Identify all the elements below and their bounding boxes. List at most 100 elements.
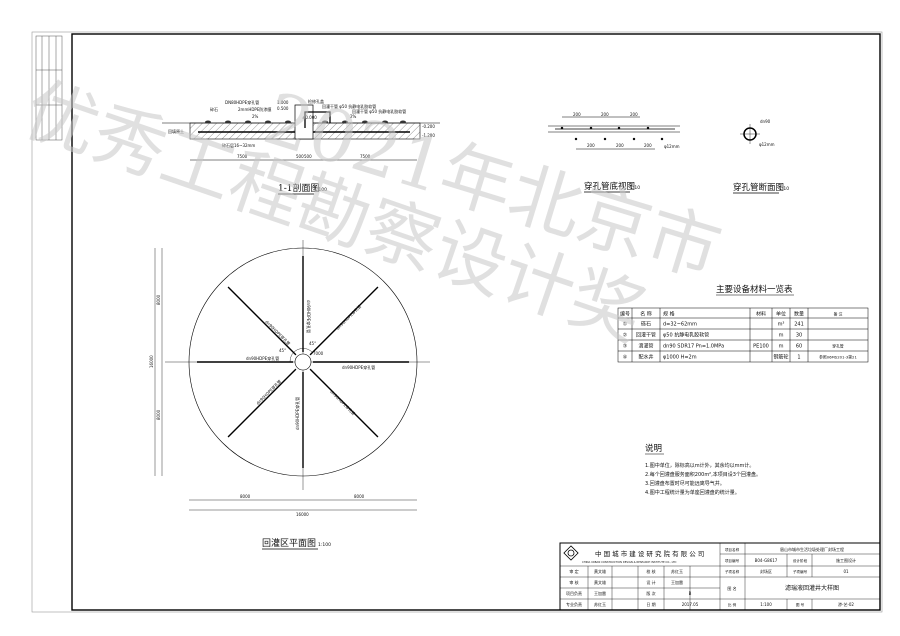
role-label: 审 核 [569,579,578,585]
outer-border [31,31,883,613]
table-cell: ③ [623,344,627,350]
slope-label: 2% [350,114,357,119]
project-name: 眉山市城市生活垃圾处理厂封场工程 [780,546,844,552]
table-cell: ④ [623,355,628,361]
scale-value: 1:100 [760,602,772,607]
drawing-no: 渗-艺-02 [838,601,854,607]
subitem-name: 封场区 [760,568,772,574]
table-cell: 回灌干管 [636,332,656,339]
role-name: 苏红玉 [671,568,683,574]
dim: 8000 [354,494,365,499]
table-header: 名 称 [640,311,652,318]
role-name: 王加雷 [671,579,683,585]
dim: 8000 [156,294,161,305]
dim: 7500 [237,154,248,159]
company-logo-icon [563,545,579,561]
role-label: 设 计 [646,579,655,585]
pipe-label: dn90HDPE穿孔管 [329,388,357,416]
note-item: 2.每个回灌盘服务面积200m²,本项目设3个回灌盘。 [645,471,761,478]
table-cell: m [779,333,784,339]
table-cell: 60 [796,344,802,350]
dim: 200 [573,112,581,117]
angle-label: 45° [279,348,286,353]
dim: 500 [296,154,304,159]
pipe-label: dn90HDPE穿孔管 [254,378,282,406]
dim: 200 [616,143,624,148]
role-label: 项目负责 [566,590,582,596]
field-label: 图 名 [727,585,736,591]
table-cell: PE100 [753,344,769,350]
table-cell: m³ [778,322,785,328]
elevation: 0.500 [277,106,289,111]
section-title: 1-1剖面图 [278,182,320,194]
table-cell: 砾石 [641,321,651,328]
elevation: ±0.000 [302,115,317,120]
section-1-1: DN80HDPE穿孔管 2mmHDPE防渗膜 碎石 检修孔盖 回灌干管 φ50 … [162,98,440,195]
title-block: 中 国 城 市 建 设 研 究 院 有 限 公 司 CHINA URBAN CO… [559,542,881,611]
note-item: 1.图中单位，除标高以m计外，其余均以mm计。 [645,462,754,469]
perforated-pipe-spoke [227,286,297,356]
section-scale: 1:100 [314,187,327,193]
perforated-pipe-spoke [309,286,379,356]
role-label: 审 定 [569,568,578,574]
table-cell: 1 [797,355,800,361]
field-label: 项目编号 [725,558,740,563]
table-cell: 241 [794,322,804,328]
table-cell: φ1000 H=2m [663,355,697,361]
notes-title: 说明 [645,443,662,454]
table-cell: dn90 SDR17 Pn=1.0MPa [663,344,724,350]
role-name: B [689,591,692,596]
table-header: 规 格 [663,311,675,318]
field-label: 设计阶段 [793,558,808,563]
bottom-view-scale: 1:10 [630,185,640,191]
dim: 200 [630,112,638,117]
hole-size: φ12mm [759,142,775,147]
plan-title: 回灌区平面图 [262,537,316,549]
role-name: 2017.05 [682,602,699,607]
table-cell: ① [623,322,628,328]
pipe-label: dn90HDPE穿孔管 [306,300,312,333]
bottom-view-title: 穿孔管底视图 [584,181,635,192]
company-name: 中 国 城 市 建 设 研 究 院 有 限 公 司 [595,549,704,558]
dim: 200 [644,143,652,148]
dim: 500 [304,154,312,159]
table-cell: 滴灌管 [638,343,653,350]
elevation: 1.000 [277,100,289,105]
label-membrane: 2mmHDPE防渗膜 [238,106,271,112]
elevation: -0.200 [422,124,435,129]
drawing-name: 滤瑞液回灌井大样图 [785,584,839,592]
radius-dim: 7000 [313,351,324,356]
perforated-section-view: dn90 φ12mm 穿孔管断面图 1:10 [733,119,789,194]
inner-frame [71,33,881,611]
section-view-title: 穿孔管断面图 [733,182,784,193]
dim: 200 [601,112,609,117]
design-stage: 施工图设计 [836,557,856,563]
binding-strip [35,35,63,141]
hole-size: φ12mm [664,144,680,149]
pipe-size: dn90 [760,119,771,124]
role-label: 专业负责 [566,601,582,607]
role-name: 王加雷 [594,590,606,596]
label-gravel-layer: 碎石层16~32mm [222,142,255,148]
dim: 8000 [156,409,161,420]
label-manhole-cover: 检修孔盖 [308,98,324,104]
table-cell: ② [623,333,628,339]
table-header: 编号 [620,311,630,318]
table-header: 备 注 [834,312,843,317]
table-cell: 参照06MS201-3第21 [819,355,857,360]
section-view-scale: 1:10 [779,186,789,192]
note-item: 3.回灌盘布置时尽可能远离导气井。 [645,480,725,487]
watermark: 2021年北京市 优秀工程勘察设计奖 [14,67,730,357]
notes: 说明 1.图中单位，除标高以m计外，其余均以mm计。 2.每个回灌盘服务面积20… [645,443,761,496]
label-main-pipe-2: 回灌干管 φ50 抗静电乳胶软管 [352,108,406,114]
dim: 8000 [240,494,251,499]
perforated-pipe-spoke [227,368,297,438]
materials-title: 主要设备材料一览表 [716,284,793,295]
table-cell: 配水井 [638,354,653,361]
table-cell: d=32~62mm [663,322,697,328]
field-label: 子项名称 [725,569,740,574]
table-header: 单位 [776,311,786,318]
role-label: 版 次 [646,590,655,596]
slope-label: 2% [252,114,259,119]
table-cell: φ50 抗静电乳胶软管 [663,332,709,339]
